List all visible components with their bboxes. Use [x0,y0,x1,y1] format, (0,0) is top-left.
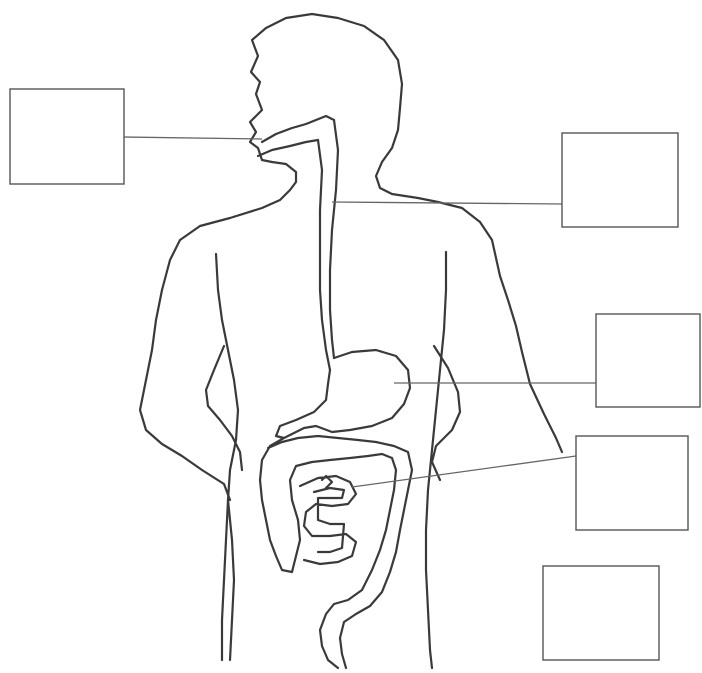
mouth-label-box[interactable] [10,89,124,184]
left-arm-inner-outline [216,254,238,660]
stomach-outline [276,350,410,438]
right-arm-inner-outline [426,252,446,668]
leader-lines [124,137,596,487]
small-intestine-outline [300,476,356,564]
label-boxes [10,89,700,660]
lower-torso-outline [228,500,234,660]
esophagus-label-box[interactable] [562,133,678,227]
body-silhouette [140,14,562,668]
face-front-outline [140,118,296,500]
esophagus-outline [318,120,338,370]
mouth-leader-line [124,137,262,139]
head-profile-outline [251,14,562,452]
small-intestine-leader-line [352,456,576,487]
large-intestine-outline [260,436,412,668]
large-intestine-label-box[interactable] [543,566,659,660]
small-intestine-label-box[interactable] [576,436,688,530]
stomach-label-box[interactable] [596,314,700,407]
left-hip-outline [206,346,242,470]
mouth-cavity-outline [258,116,334,156]
